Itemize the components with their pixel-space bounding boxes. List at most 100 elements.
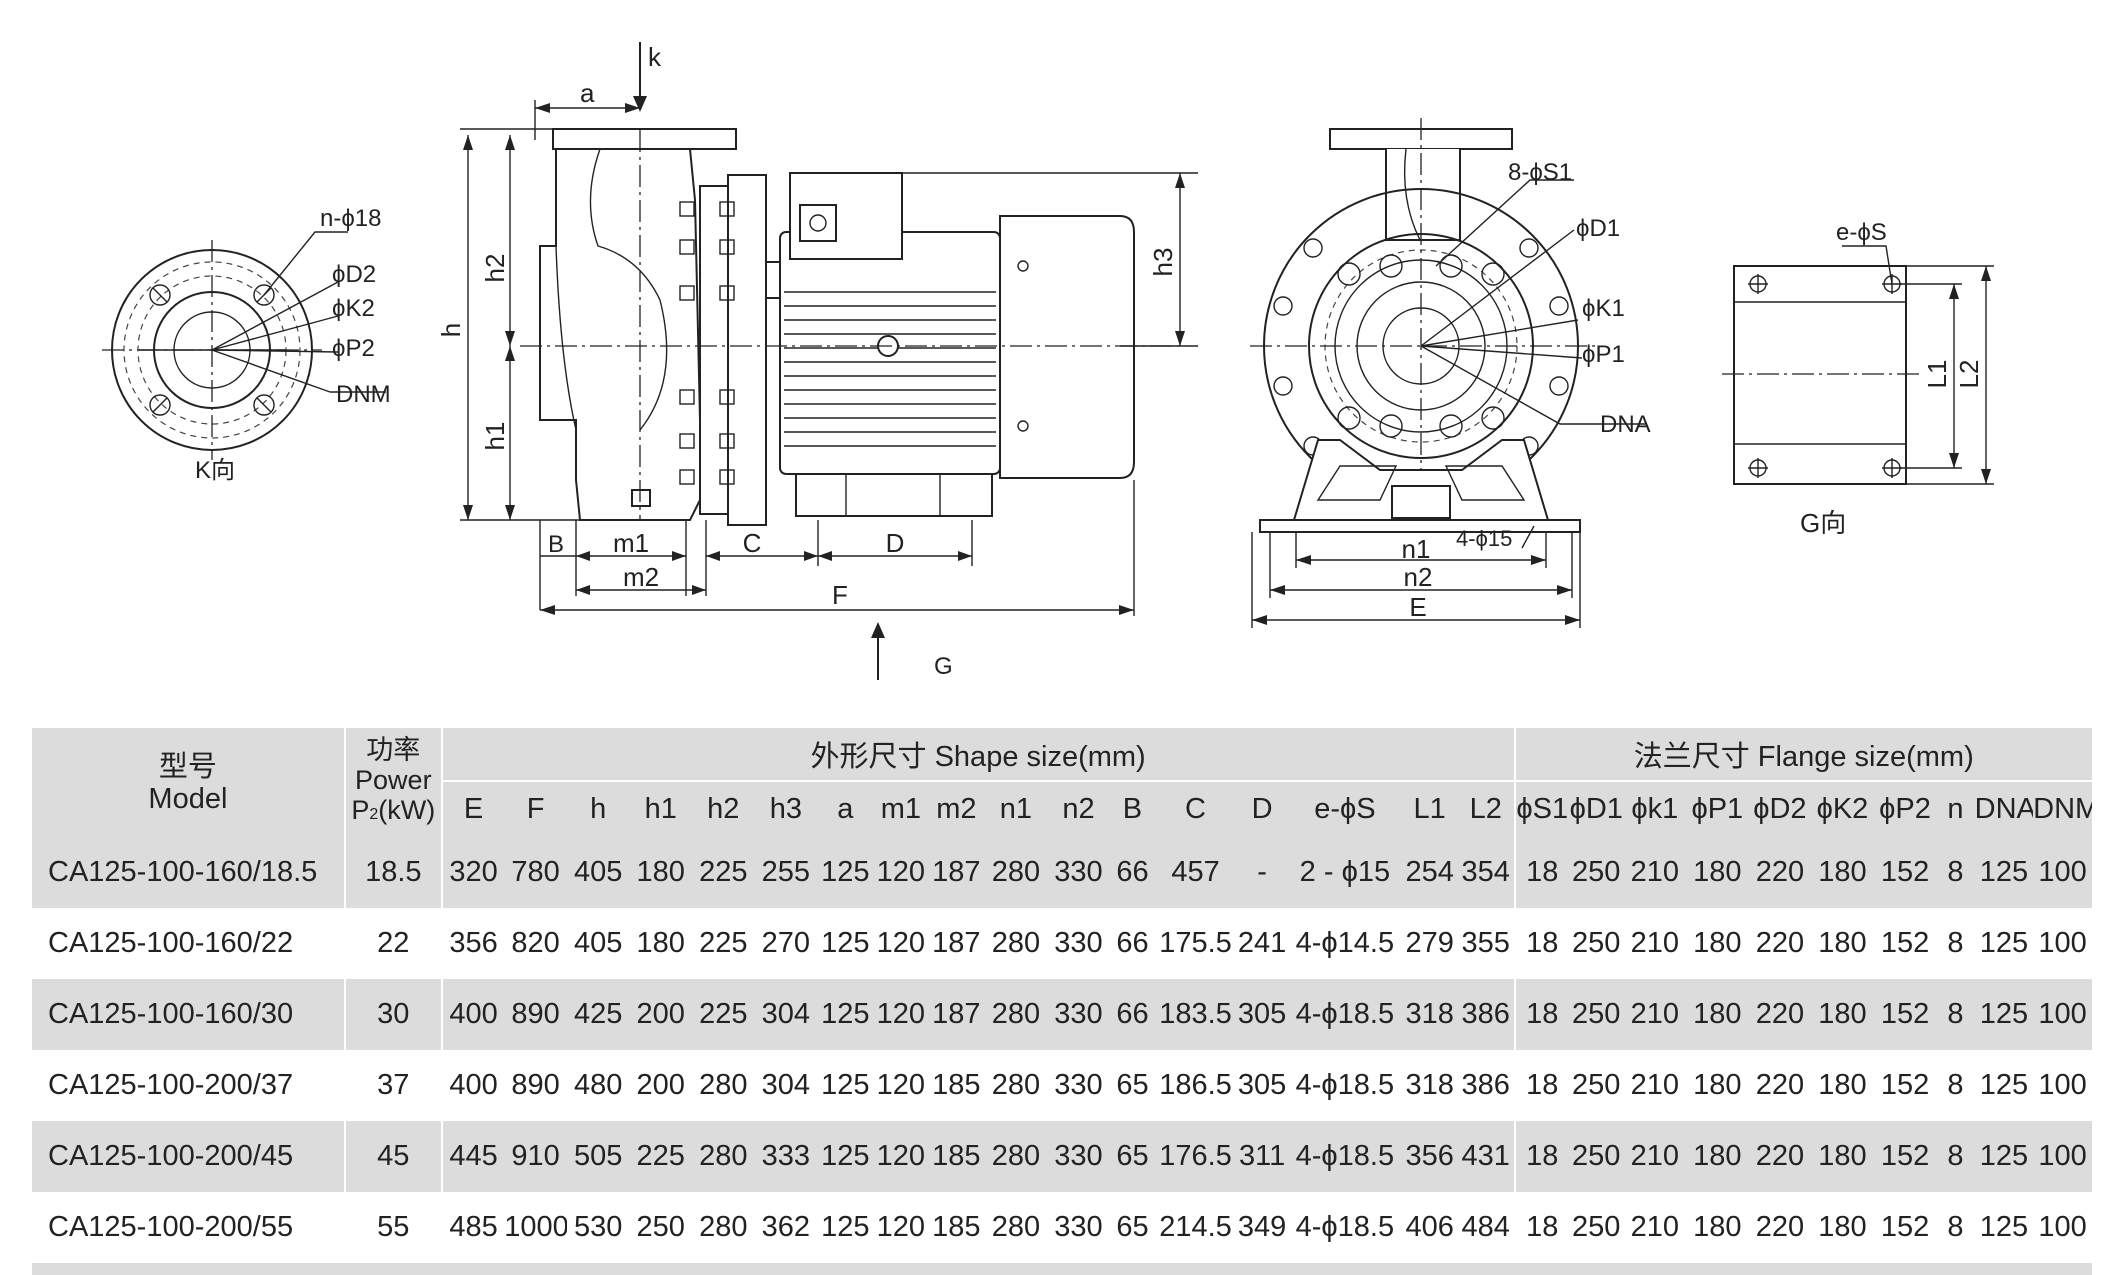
dimension-cell: 280	[991, 1069, 1041, 1101]
dimension-cell: 125	[1974, 979, 2034, 1050]
dimension-cell: 8	[1936, 837, 1975, 908]
side-view: k a h h2 h1 h3 B	[436, 42, 1198, 680]
dimension-cell: 354	[1457, 837, 1516, 908]
header-col: n	[1936, 781, 1975, 837]
dimension-cell: 250	[1572, 1069, 1621, 1101]
header-col: DNA	[1974, 781, 2034, 837]
dimension-cell: 65	[1116, 1069, 1149, 1101]
dimension-cell: 250	[1572, 1211, 1621, 1243]
header-shape-group: 外形尺寸 Shape size(mm)	[441, 728, 1516, 782]
header-row-groups: 型号 Model 功率 Power P2(kW) 外形尺寸 Shape size…	[32, 728, 2092, 837]
label-b: B	[548, 531, 564, 558]
header-col: e-ϕS	[1288, 781, 1402, 837]
label-h: h	[436, 323, 466, 337]
model-cell: CA125-100-200/45	[32, 1121, 346, 1192]
header-col: ϕP2	[1873, 781, 1937, 837]
header-col: m1	[873, 781, 929, 837]
dimension-cell: 180	[1818, 1211, 1867, 1243]
dimension-cell: 330	[1047, 979, 1110, 1050]
dimension-cell: 180	[1686, 1121, 1749, 1192]
dimension-cell: 333	[754, 1121, 818, 1192]
header-power: 功率 Power P2(kW)	[344, 728, 443, 837]
dimension-cell: 457	[1155, 837, 1236, 908]
dimension-cell: 180	[1818, 927, 1867, 959]
dimension-cell: 220	[1748, 1121, 1812, 1192]
dimension-cell: 250	[1569, 979, 1624, 1050]
dimension-cell: 66	[1109, 979, 1156, 1050]
label-n1: n1	[1402, 534, 1431, 564]
dimension-cell: 320	[441, 837, 505, 908]
dimension-cell: 355	[1457, 908, 1516, 979]
header-col: h1	[629, 781, 692, 837]
model-cell: CA125-100-160/22	[32, 908, 346, 979]
dimension-cell: 530	[573, 1211, 623, 1243]
dimension-cell: 18	[1514, 979, 1569, 1050]
header-col: DNM	[2033, 781, 2092, 837]
label-n-phi18: n-ϕ18	[320, 205, 381, 232]
model-cell: CA125-100-160/30	[32, 979, 346, 1050]
dimension-cell: 280	[984, 837, 1048, 908]
dimension-cell: 330	[1054, 1069, 1103, 1101]
dimension-cell: 180	[1693, 1069, 1742, 1101]
dimension-cell: 18	[1526, 1069, 1559, 1101]
dimension-cell: 304	[754, 979, 818, 1050]
header-col: h3	[754, 781, 818, 837]
label-e-phi-s: e-ϕS	[1836, 219, 1887, 246]
header-col: B	[1109, 781, 1156, 837]
g-view-caption: G向	[1800, 508, 1846, 538]
dimension-cell: 18	[1526, 1211, 1559, 1243]
header-col: D	[1235, 781, 1289, 837]
dimension-cell: 125	[817, 837, 874, 908]
dimension-cell: 330	[1054, 1211, 1103, 1243]
header-col: ϕD1	[1569, 781, 1624, 837]
dimension-cell: 120	[876, 1069, 926, 1101]
dimension-cell: 356	[1401, 1121, 1458, 1192]
dimension-cell: 445	[441, 1121, 505, 1192]
label-a: a	[580, 78, 595, 108]
dimension-cell: 120	[876, 1211, 926, 1243]
dimension-cell: 406	[1405, 1211, 1454, 1243]
dimension-cell: 4-ϕ14.5	[1295, 927, 1395, 959]
dimension-cell: 8	[1936, 1121, 1975, 1192]
dimension-cell: 125	[1979, 927, 2029, 959]
dimension-cell: 2 - ϕ15	[1288, 837, 1402, 908]
label-dnm: DNM	[336, 381, 391, 408]
header-col: a	[817, 781, 874, 837]
dimension-cell: 4-ϕ18.5	[1295, 1069, 1395, 1101]
dimension-cell: 120	[873, 979, 929, 1050]
k-view: n-ϕ18 ϕD2 ϕK2 ϕP2 DNM K向	[102, 205, 391, 484]
header-col: ϕK2	[1811, 781, 1874, 837]
dimension-cell: 100	[2033, 837, 2092, 908]
label-d: D	[886, 528, 905, 558]
label-m2: m2	[623, 562, 659, 592]
dimension-cell: 250	[1572, 927, 1621, 959]
dimension-cell: 125	[1979, 1211, 2029, 1243]
label-8-phi-s1: 8-ϕS1	[1508, 159, 1572, 186]
label-dna: DNA	[1600, 411, 1651, 438]
dimension-cell: 65	[1109, 1121, 1156, 1192]
dimension-cell: 480	[573, 1069, 623, 1101]
dimension-cell: 890	[511, 1069, 560, 1101]
dimension-cell: 183.5	[1155, 979, 1236, 1050]
dimension-cell: 125	[821, 927, 870, 959]
dimension-cell: 18	[1514, 1121, 1569, 1192]
dimension-cell: 280	[699, 1211, 748, 1243]
label-h2: h2	[480, 254, 510, 283]
dimension-cell: 280	[984, 979, 1048, 1050]
dimension-cell: 280	[991, 927, 1041, 959]
partial-cell	[32, 1263, 2092, 1275]
header-flange-group: 法兰尺寸 Flange size(mm)	[1514, 728, 2092, 782]
dimension-cell: 485	[449, 1211, 498, 1243]
label-phi-p1: ϕP1	[1582, 341, 1625, 368]
dimension-cell: 254	[1401, 837, 1458, 908]
label-l1: L1	[1922, 360, 1952, 389]
dimension-cell: 225	[691, 979, 755, 1050]
label-g: G	[934, 653, 953, 680]
dimension-cell: 152	[1880, 1211, 1930, 1243]
header-col: ϕD2	[1748, 781, 1812, 837]
